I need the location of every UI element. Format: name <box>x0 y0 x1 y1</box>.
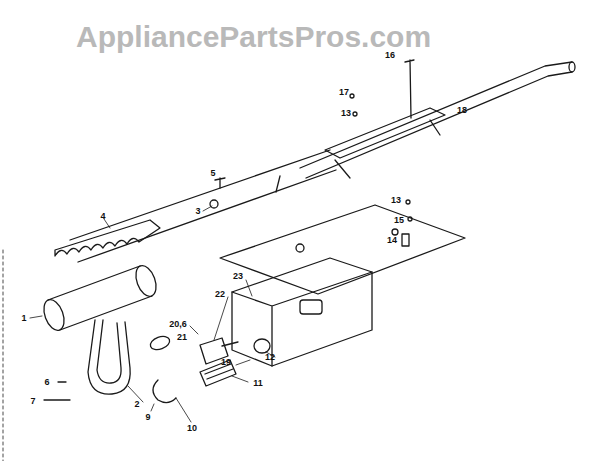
exhaust-pipe <box>97 320 121 383</box>
muffler-end <box>132 263 160 299</box>
callout-number: 7 <box>29 397 36 406</box>
cap <box>254 339 270 353</box>
callout-number: 17 <box>338 88 350 97</box>
callout-number: 22 <box>214 290 226 299</box>
callout-number: 19 <box>220 358 232 367</box>
bolt <box>405 60 414 118</box>
callout-number: 1 <box>20 314 27 323</box>
bracket-leg <box>335 120 440 178</box>
callout-number: 10 <box>186 424 198 433</box>
callout-number: 14 <box>386 236 398 245</box>
frame-tube <box>78 170 336 262</box>
engine-edge <box>232 272 372 366</box>
callout-number: 21 <box>176 333 188 342</box>
callout-number: 6 <box>43 378 50 387</box>
callout-number: 4 <box>99 212 106 221</box>
washer <box>408 217 412 221</box>
scan-edge <box>3 250 4 461</box>
engine-port <box>300 300 322 314</box>
bolt <box>215 178 225 188</box>
engine-block <box>232 258 372 366</box>
clamp <box>149 334 172 352</box>
callout-number: 18 <box>456 106 468 115</box>
bolt <box>276 176 280 192</box>
handle-bracket <box>325 108 445 158</box>
callout-number: 5 <box>209 169 216 178</box>
toothed-bracket <box>55 220 160 256</box>
mounting-plate <box>220 205 465 294</box>
callout-number: 12 <box>264 353 276 362</box>
callout-number: 16 <box>384 51 396 60</box>
handle-tube <box>300 62 572 168</box>
callout-number: 15 <box>393 216 405 225</box>
callout-number: 20,6 <box>168 320 188 329</box>
plate-hole <box>296 244 304 252</box>
callout-number: 23 <box>232 272 244 281</box>
tube-end <box>569 62 575 72</box>
muffler-end <box>40 297 68 333</box>
handle-tube <box>306 72 572 178</box>
plate-hole <box>392 229 398 235</box>
hose <box>153 380 176 403</box>
washer <box>353 112 357 116</box>
callout-number: 13 <box>340 109 352 118</box>
callout-number: 2 <box>133 400 140 409</box>
nut <box>350 94 354 98</box>
callout-number: 11 <box>252 379 264 388</box>
watermark: AppliancePartsPros.com <box>75 22 432 52</box>
spacer <box>402 234 409 246</box>
callout-number: 9 <box>144 413 151 422</box>
exhaust-pipe <box>88 320 130 394</box>
leader-line <box>30 206 275 422</box>
nut <box>406 200 410 204</box>
fitting <box>222 342 238 346</box>
callout-number: 3 <box>194 207 201 216</box>
callout-number: 13 <box>390 196 402 205</box>
